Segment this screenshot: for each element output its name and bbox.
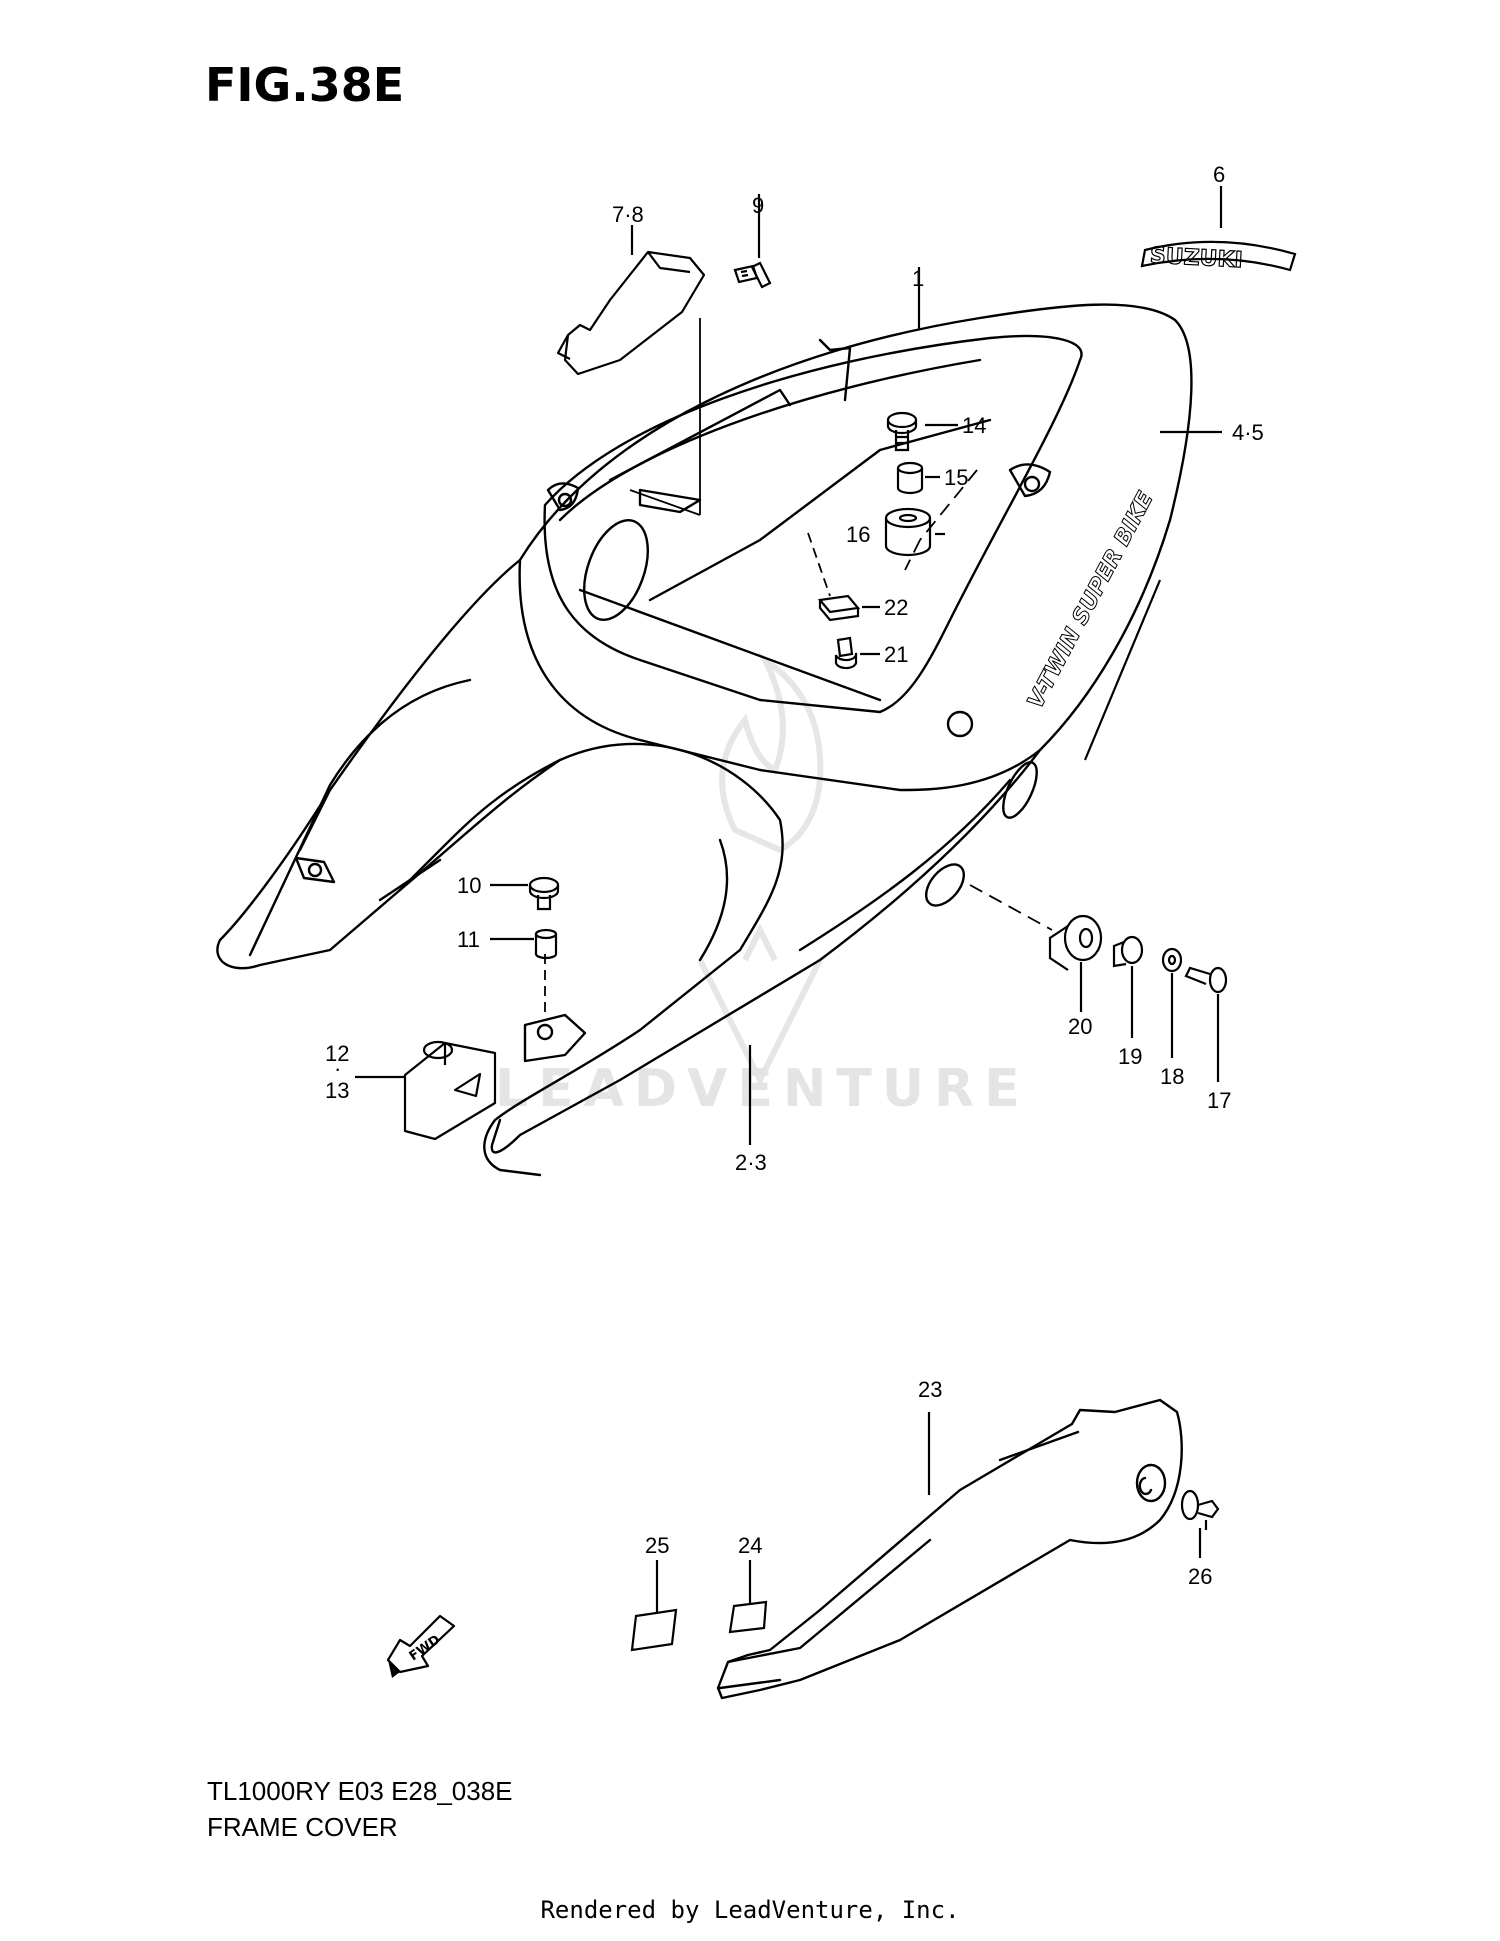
label-19: 19 [1118, 1044, 1142, 1069]
label-15: 15 [944, 465, 968, 490]
side-cover-part-23 [716, 1398, 1183, 1700]
bracket-part-7-8 [556, 250, 706, 376]
label-17: 17 [1207, 1088, 1231, 1113]
grommet-part-16 [884, 507, 932, 557]
pad-part-25 [630, 1608, 678, 1652]
leader-lines [355, 186, 1223, 1145]
watermark-logo-icon [697, 651, 824, 1087]
label-4-5: 4·5 [1232, 420, 1264, 445]
collar-part-15 [896, 461, 924, 495]
label-7-8: 7·8 [612, 202, 644, 227]
assembly-lines [544, 318, 1053, 1018]
bracket-part-12-13 [403, 1040, 497, 1141]
label-25: 25 [645, 1533, 669, 1558]
label-22: 22 [884, 595, 908, 620]
part-number-labels: 1 2·3 4·5 6 7·8 9 10 11 12 · 13 14 15 16… [325, 162, 1264, 1589]
screw-part-17 [1184, 966, 1228, 994]
label-18: 18 [1160, 1064, 1184, 1089]
nut-part-22 [817, 594, 861, 622]
label-14: 14 [962, 413, 986, 438]
side-stripe-decal: V-TWIN SUPER BIKE [1023, 488, 1158, 713]
emblem-text: SUZUKI [1149, 243, 1243, 273]
fastener-part-14 [886, 411, 918, 452]
emblem-part-6: SUZUKI [1140, 240, 1297, 274]
watermark-text: LEADVENTURE [495, 1059, 1030, 1119]
label-11: 11 [457, 927, 480, 952]
label-13: 13 [325, 1078, 349, 1103]
collar-part-19 [1112, 935, 1144, 968]
screw-part-10 [528, 876, 560, 911]
clip-part-26 [1180, 1489, 1220, 1530]
pad-part-24 [728, 1600, 768, 1634]
washer-part-18 [1161, 947, 1183, 973]
label-24: 24 [738, 1533, 762, 1558]
label-1: 1 [912, 266, 924, 291]
label-6: 6 [1213, 162, 1225, 187]
render-credit: Rendered by LeadVenture, Inc. [540, 1896, 960, 1924]
label-26: 26 [1188, 1564, 1212, 1589]
label-20: 20 [1068, 1014, 1092, 1039]
label-16: 16 [846, 522, 870, 547]
grommet-part-20 [1048, 914, 1103, 971]
label-9: 9 [752, 193, 764, 218]
figure-title: FIG.38E [205, 58, 405, 112]
label-12: 12 [325, 1041, 349, 1066]
forward-arrow-icon: FWD [386, 1614, 456, 1678]
watermark: LEADVENTURE [495, 651, 1030, 1119]
collar-part-11 [534, 928, 558, 960]
label-10: 10 [457, 873, 481, 898]
label-2-3: 2·3 [735, 1150, 767, 1175]
lower-leader-lines [655, 1412, 1202, 1614]
label-12-13-dot: · [334, 1056, 341, 1081]
frame-cover-part [216, 558, 784, 1177]
screw-part-9 [733, 261, 772, 289]
model-code: TL1000RY E03 E28_038E [207, 1776, 513, 1806]
section-name: FRAME COVER [207, 1812, 398, 1842]
label-21: 21 [884, 642, 908, 667]
label-23: 23 [918, 1377, 942, 1402]
bolt-part-21 [834, 636, 858, 670]
stripe-line [1083, 579, 1162, 761]
